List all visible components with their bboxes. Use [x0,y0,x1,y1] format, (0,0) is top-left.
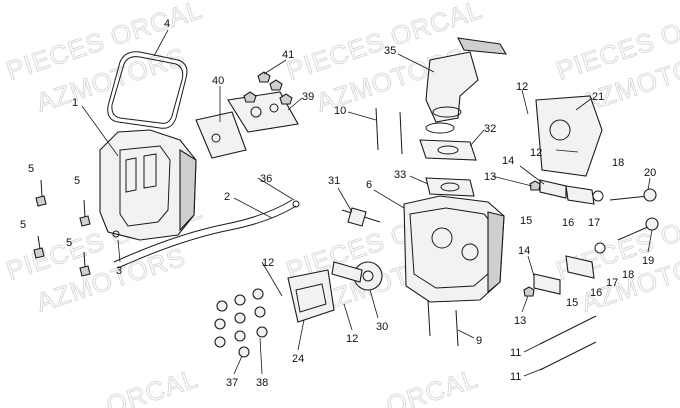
callout-40: 40 [212,75,224,87]
oil-hose-edge [113,199,293,263]
valve-train-lower [523,217,659,297]
spark-plug [341,207,381,227]
callout-5: 5 [20,219,26,231]
callout-15: 15 [520,215,532,227]
callout-33: 33 [394,169,406,181]
stud [427,299,431,337]
breather-plate [195,111,247,159]
hose-clip [292,200,300,208]
stud [455,309,459,347]
bolt-41 [243,91,257,103]
callout-39: 39 [302,91,314,103]
intake-manifold [425,37,508,123]
callout-5: 5 [66,237,72,249]
callout-9: 9 [476,335,482,347]
callout-12: 12 [262,257,274,269]
callout-12: 12 [516,81,528,93]
callout-3: 3 [116,265,122,277]
rocker-assembly [287,269,335,323]
callout-5: 5 [28,163,34,175]
callout-4: 4 [164,18,170,30]
callout-35: 35 [384,45,396,57]
callout-12: 12 [530,147,542,159]
callout-30: 30 [376,321,388,333]
watermark: ORCAL [383,363,482,408]
valve-cover [99,129,197,241]
callout-24: 24 [292,353,304,365]
callout-41: 41 [282,49,294,61]
cover-bolts [33,179,91,277]
hose-clip [112,230,120,238]
callout-11: 11 [510,371,521,383]
callout-16: 16 [590,287,602,299]
callout-20: 20 [644,167,656,179]
nuts-washers [214,288,268,358]
callout-13: 13 [484,171,496,183]
callout-17: 17 [588,217,600,229]
callout-1: 1 [72,97,78,109]
gasket-ring-inner [111,56,184,124]
long-bolt [539,341,597,371]
callout-14: 14 [518,245,530,257]
callout-labels: 4 1 40 41 39 35 12 21 10 32 5 5 5 5 36 2… [20,18,656,389]
cam-holder-plate [535,95,603,177]
cylinder-head [403,195,505,303]
leader-lines [81,29,653,377]
callout-38: 38 [256,377,268,389]
callout-10: 10 [334,105,346,117]
callout-18: 18 [622,269,634,281]
stud [399,111,403,155]
callout-13: 13 [514,315,526,327]
insulator-plates [419,122,477,197]
callout-17: 17 [606,277,618,289]
callout-12: 12 [346,333,358,345]
callout-36: 36 [260,173,272,185]
callout-14: 14 [502,155,514,167]
callout-19: 19 [642,255,654,267]
callout-32: 32 [484,123,496,135]
callout-15: 15 [566,297,578,309]
long-bolt [539,315,597,345]
callout-37: 37 [226,377,238,389]
callout-21: 21 [592,91,604,103]
callout-6: 6 [366,179,372,191]
valve-train-upper [529,179,657,205]
oil-hose [117,205,297,269]
bolt-41 [257,71,271,83]
breather-plate-group [195,71,299,159]
callout-2: 2 [224,191,230,203]
callout-18: 18 [612,157,624,169]
bolt-41 [269,79,283,91]
gasket-ring [107,51,188,129]
watermark: ORCAL [103,363,202,408]
callout-5: 5 [74,175,80,187]
bolt-41 [279,93,293,105]
callout-31: 31 [328,175,340,187]
callout-16: 16 [562,217,574,229]
camshaft [331,261,383,291]
stud [375,107,379,151]
callout-11: 11 [510,347,521,359]
